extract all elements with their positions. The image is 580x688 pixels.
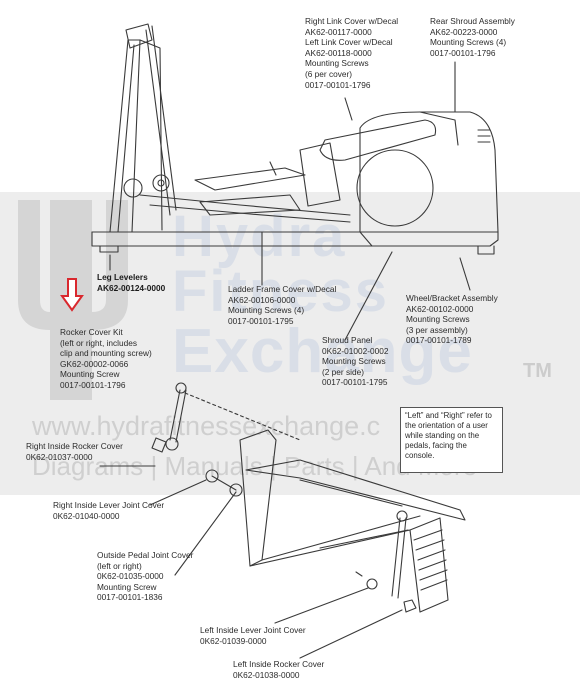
watermark-word-fitness: Fitness (172, 259, 390, 324)
leg-leveler-front (99, 245, 119, 253)
label-rocker-cover-kit: Rocker Cover Kit (left or right, include… (60, 327, 152, 390)
link-cover (319, 119, 437, 161)
right-inside-lever-joint (205, 469, 219, 483)
label-right-inside-lever: Right Inside Lever Joint Cover 0K62-0104… (53, 500, 165, 521)
label-shroud-panel: Shroud Panel 0K62-01002-0002 Mounting Sc… (322, 335, 389, 388)
watermark-url: www.hydrafitnessexchange.c (32, 411, 381, 441)
label-right-inside-rocker: Right Inside Rocker Cover 0K62-01037-000… (26, 441, 123, 462)
pedal-right (199, 194, 301, 216)
label-left-inside-lever: Left Inside Lever Joint Cover 0K62-01039… (200, 625, 306, 646)
base-frame (91, 231, 499, 247)
orientation-note: “Left” and “Right” refer to the orientat… (400, 407, 503, 473)
label-right-link-cover: Right Link Cover w/Decal AK62-00117-0000… (305, 16, 399, 90)
pedal-left (194, 167, 306, 191)
right-inside-rocker-cover (151, 437, 167, 453)
outside-pedal-joint (229, 483, 243, 497)
vent-slots (477, 129, 491, 143)
rocker-arm (239, 429, 277, 567)
label-leg-levelers: Leg Levelers AK62-00124-0000 (97, 272, 166, 293)
label-wheel-bracket: Wheel/Bracket Assembly AK62-00102-0000 M… (406, 293, 498, 346)
leg-leveler-rear (477, 245, 495, 255)
label-ladder-frame: Ladder Frame Cover w/Decal AK62-00106-00… (228, 284, 337, 326)
left-inside-lever-joint (366, 578, 378, 590)
pedal (409, 517, 449, 613)
label-outside-pedal-joint: Outside Pedal Joint Cover (left or right… (97, 550, 194, 603)
watermark-trademark: TM (523, 360, 552, 382)
console (125, 23, 153, 49)
rear-shroud (359, 111, 499, 233)
label-rear-shroud: Rear Shroud Assembly AK62-00223-0000 Mou… (430, 16, 515, 58)
red-down-arrow-icon (60, 278, 84, 312)
left-inside-rocker-cover (403, 599, 417, 613)
label-left-inside-rocker: Left Inside Rocker Cover 0K62-01038-0000 (233, 659, 325, 680)
watermark-word-exchange: Exchange (172, 317, 473, 386)
pedal-arm (391, 517, 401, 597)
